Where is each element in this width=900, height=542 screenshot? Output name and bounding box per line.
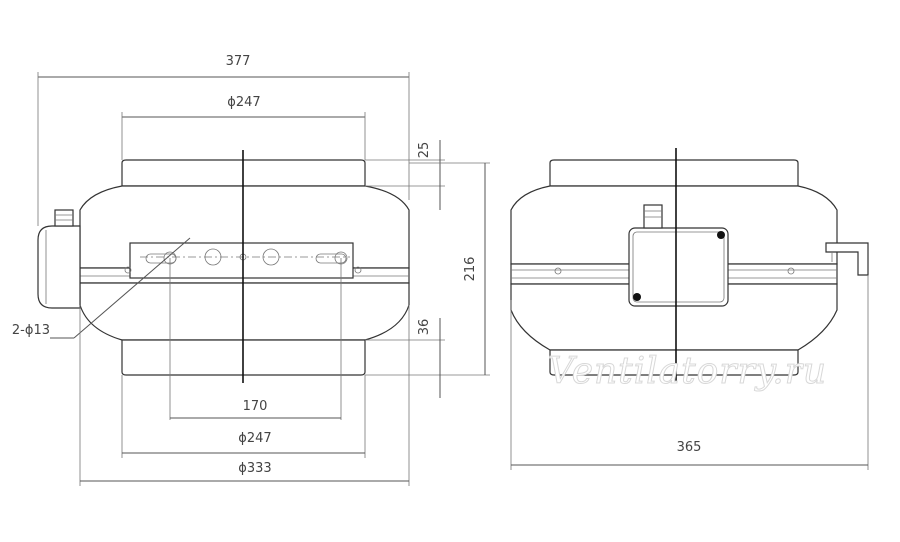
dim-top-flange: 25 [417, 142, 432, 159]
dim-mount-holes: 2-ϕ13 [12, 323, 50, 338]
front-dimensions [37, 72, 490, 486]
dim-bottom-flange: 36 [417, 319, 432, 336]
side-dimensions [510, 275, 869, 470]
front-view [37, 150, 410, 383]
dim-hole-spacing: 170 [243, 399, 268, 414]
dim-inlet-diameter: ϕ247 [238, 431, 271, 446]
dim-outlet-diameter: ϕ247 [227, 95, 260, 110]
dim-overall-width: 377 [226, 54, 251, 69]
dim-total-height: 216 [463, 257, 478, 282]
dim-side-length: 365 [677, 440, 702, 455]
side-view [510, 148, 869, 383]
watermark: Ventilatorry.ru [548, 351, 827, 392]
dim-body-diameter: ϕ333 [238, 461, 271, 476]
